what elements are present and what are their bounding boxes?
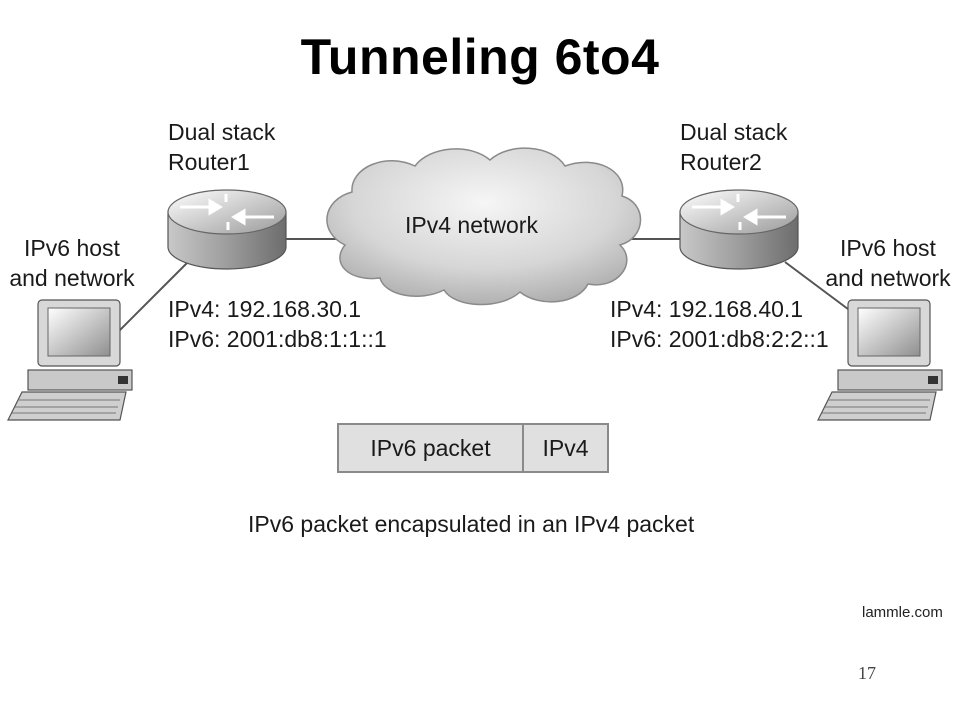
host-left-label: IPv6 host and network xyxy=(2,233,142,293)
packet-ipv4-cell: IPv4 xyxy=(542,434,589,461)
cloud-label: IPv4 network xyxy=(405,212,538,238)
router1-label: Dual stack Router1 xyxy=(168,117,275,177)
ipv4-network-cloud xyxy=(326,147,642,306)
router2-ipv4-address: IPv4: 192.168.40.1 xyxy=(610,296,804,322)
router1-ipv6-address: IPv6: 2001:db8:1:1::1 xyxy=(168,326,387,352)
slide-title: Tunneling 6to4 xyxy=(300,29,660,85)
packet-diagram: IPv6 packet IPv4 xyxy=(337,423,609,473)
host-right-computer-icon xyxy=(817,299,943,421)
host-left-label-line2: and network xyxy=(9,265,135,291)
host-right-label-line2: and network xyxy=(825,265,951,291)
router1-label-line2: Router1 xyxy=(168,149,250,175)
router2-addresses: IPv4: 192.168.40.1 IPv6: 2001:db8:2:2::1 xyxy=(610,294,829,354)
host-left-label-line1: IPv6 host xyxy=(24,235,120,261)
host-right-label-line1: IPv6 host xyxy=(840,235,936,261)
host-left-computer-icon xyxy=(7,299,133,421)
router1-label-line1: Dual stack xyxy=(168,119,276,145)
router1-icon xyxy=(167,189,287,270)
router2-icon xyxy=(679,189,799,270)
source-credit: lammle.com xyxy=(862,604,943,621)
router1-ipv4-address: IPv4: 192.168.30.1 xyxy=(168,296,362,322)
packet-caption: IPv6 packet encapsulated in an IPv4 pack… xyxy=(248,511,695,537)
page-number: 17 xyxy=(858,663,876,683)
router2-ipv6-address: IPv6: 2001:db8:2:2::1 xyxy=(610,326,829,352)
router2-label-line1: Dual stack xyxy=(680,119,788,145)
packet-ipv6-cell: IPv6 packet xyxy=(339,425,524,471)
router2-label: Dual stack Router2 xyxy=(680,117,787,177)
host-right-label: IPv6 host and network xyxy=(818,233,958,293)
router1-addresses: IPv4: 192.168.30.1 IPv6: 2001:db8:1:1::1 xyxy=(168,294,387,354)
router2-label-line2: Router2 xyxy=(680,149,762,175)
